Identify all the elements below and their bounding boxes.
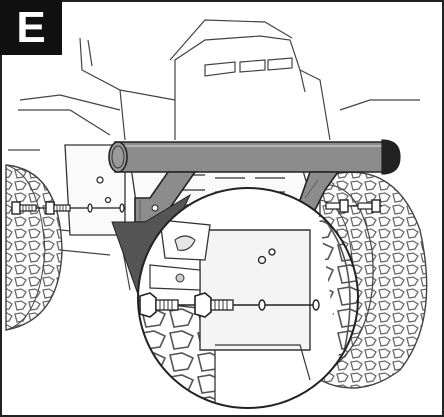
bumper-tube	[108, 139, 401, 175]
washer-icon	[258, 299, 266, 311]
left-hardware-row	[11, 201, 125, 215]
hex-bolt-icon	[139, 292, 179, 318]
hex-bolt-icon	[11, 201, 37, 215]
hex-bolt-icon	[357, 199, 381, 213]
step-label: E	[16, 2, 46, 52]
step-label-badge: E	[0, 0, 62, 55]
washer-icon	[87, 203, 93, 213]
washer-icon	[312, 299, 320, 311]
hex-bolt-icon	[194, 292, 234, 318]
hex-bolt-icon	[325, 199, 349, 213]
washer-icon	[119, 203, 125, 213]
hex-bolt-icon	[45, 201, 71, 215]
right-hardware-row	[325, 199, 382, 213]
zoom-circle-outline	[137, 187, 359, 409]
left-tire	[5, 164, 63, 331]
zoom-hardware-row	[139, 292, 320, 318]
